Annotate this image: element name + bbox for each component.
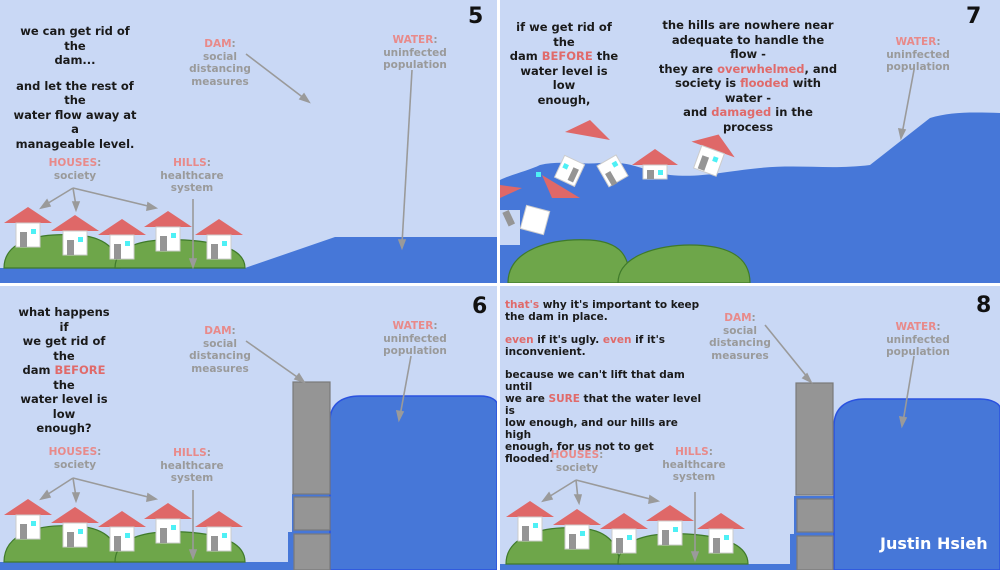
house-icon (51, 507, 99, 548)
panel-8-scene (500, 324, 1000, 570)
flooded-houses (500, 120, 735, 236)
dam-block (293, 533, 331, 570)
flood-water (500, 112, 1000, 283)
house-icon (51, 215, 99, 256)
panel-6-caption: what happens if we get rid of the dam BE… (18, 305, 110, 435)
pointer-arrows (39, 340, 412, 561)
caption-line: and let the rest of the (16, 78, 134, 108)
caption-line: dam... (54, 53, 96, 67)
house-icon (195, 219, 243, 260)
tilted-house-icon (553, 154, 586, 188)
houses-label: HOUSES: society (48, 446, 102, 471)
caption-line: we can get rid of the (20, 24, 130, 53)
houses (4, 499, 243, 552)
panel-7-caption-b: the hills are nowhere near adequate to h… (658, 18, 838, 134)
held-water (329, 395, 497, 570)
house-icon (553, 509, 601, 550)
house-icon (144, 211, 192, 252)
house-icon (4, 207, 52, 248)
caption-line: water flow away at a (13, 107, 137, 137)
dam-block (293, 496, 331, 531)
house-icon (4, 499, 52, 540)
houses-label: HOUSES: society (550, 449, 604, 474)
water-body (0, 237, 497, 283)
floating-roof (565, 120, 610, 140)
pointer-arrows (39, 53, 413, 270)
dam-wall (795, 382, 834, 570)
panel-8: 8 that's why it's important to keep the … (500, 286, 1000, 570)
panel-7-scene (500, 69, 1000, 283)
floating-door (502, 209, 516, 227)
house-icon (98, 511, 146, 552)
dam-block (796, 535, 834, 570)
house-icon (506, 501, 554, 542)
panel-6-scene (0, 340, 497, 570)
caption-line: manageable level. (15, 136, 135, 151)
house-icon (144, 503, 192, 544)
floating-wall (519, 204, 551, 236)
house-icon (632, 149, 678, 180)
panel-number: 6 (472, 294, 488, 319)
panel-8-caption: that's why it's important to keep the da… (505, 299, 702, 465)
panel-7-caption-a: if we get rid of the dam BEFORE the wate… (509, 20, 619, 107)
house-icon (195, 511, 243, 552)
dam-wall (292, 381, 331, 570)
panel-number: 7 (966, 4, 982, 29)
panel-5-scene (0, 53, 497, 283)
floating-window (536, 172, 541, 177)
house-icon (697, 513, 745, 554)
panel-5-caption: we can get rid of the dam... and let the… (10, 24, 140, 151)
dam-block (292, 381, 331, 495)
house-icon (646, 505, 694, 546)
panel-6: 6 what happens if we get rid of the dam … (0, 286, 497, 570)
dam-block (795, 382, 834, 496)
pointer-arrows (897, 69, 915, 141)
houses (4, 207, 243, 260)
tilted-house-icon (596, 154, 629, 188)
panel-5: 5 we can get rid of the dam... and let t… (0, 0, 497, 283)
tilted-house-icon (691, 134, 735, 177)
floating-roof (500, 185, 522, 198)
hill (617, 244, 751, 283)
panel-number: 8 (976, 293, 992, 318)
dam-block (796, 498, 834, 533)
houses-label: HOUSES: society (48, 157, 102, 182)
floating-roof (542, 175, 580, 198)
panel-7: 7 if we get rid of the dam BEFORE the wa… (500, 0, 1000, 283)
panel-number: 5 (468, 4, 484, 29)
pointer-arrows (541, 324, 915, 563)
author-credit: Justin Hsieh (880, 534, 988, 553)
house-icon (600, 513, 648, 554)
house-icon (98, 219, 146, 260)
houses (506, 501, 745, 554)
